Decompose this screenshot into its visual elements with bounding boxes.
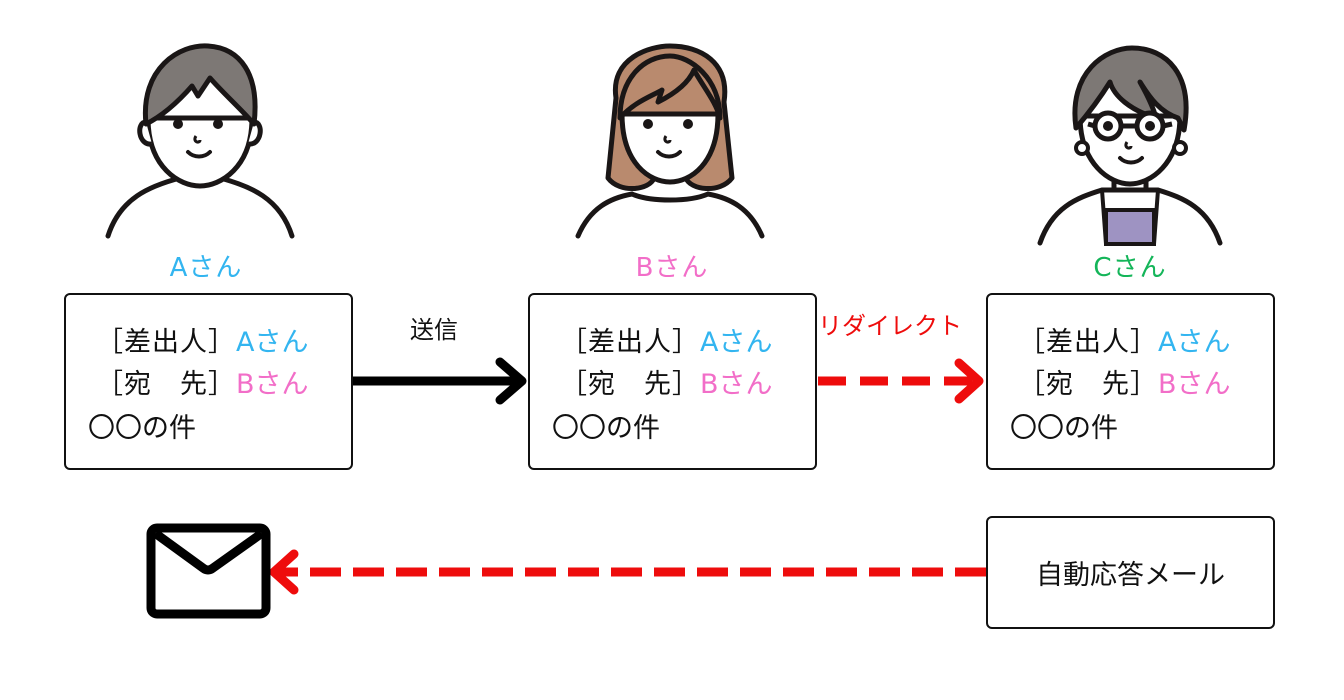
envelope-icon [146,523,271,619]
redirect-label: リダイレクト [818,312,962,340]
email-card-c: ［差出人］Aさん ［宛 先］Bさん 〇〇の件 [986,293,1275,470]
recipient-value: Bさん [1158,369,1231,400]
person-a-avatar-icon [105,43,295,239]
sender-label: ［差出人］ [1018,327,1158,358]
subject: 〇〇の件 [88,413,196,444]
sender-value: Aさん [1158,327,1231,358]
send-arrow [353,357,527,405]
person-b-avatar-icon [575,43,765,239]
recipient-value: Bさん [236,369,309,400]
person-a [100,38,300,258]
sender-row: ［差出人］Aさん [1018,329,1230,356]
recipient-label: ［宛 先］ [560,369,700,400]
auto-reply-arrow [269,549,986,595]
sender-value: Aさん [700,327,773,358]
sender-label: ［差出人］ [96,327,236,358]
send-label: 送信 [410,316,458,344]
email-card-b: ［差出人］Aさん ［宛 先］Bさん 〇〇の件 [528,293,817,470]
sender-value: Aさん [236,327,309,358]
person-c-label: Cさん [1093,253,1167,283]
hair [1072,45,1189,133]
auto-reply-box: 自動応答メール [986,516,1275,629]
person-a-label: Aさん [169,253,243,283]
earring-icon [1074,140,1090,156]
recipient-label: ［宛 先］ [96,369,236,400]
recipient-row: ［宛 先］Bさん [560,371,773,398]
glasses-icon [1087,110,1173,142]
recipient-row: ［宛 先］Bさん [96,371,309,398]
person-c-avatar-icon [1037,45,1223,246]
person-c [1030,38,1230,258]
redirect-arrow [818,358,984,404]
recipient-label: ［宛 先］ [1018,369,1158,400]
email-card-a: ［差出人］Aさん ［宛 先］Bさん 〇〇の件 [64,293,353,470]
hair [142,43,258,127]
sender-row: ［差出人］Aさん [560,329,772,356]
recipient-row: ［宛 先］Bさん [1018,371,1231,398]
sender-label: ［差出人］ [560,327,700,358]
auto-reply-label: 自動応答メール [1036,560,1225,591]
recipient-value: Bさん [700,369,773,400]
person-b [570,38,770,258]
person-b-label: Bさん [635,253,709,283]
subject: 〇〇の件 [552,413,660,444]
subject: 〇〇の件 [1010,413,1118,444]
sender-row: ［差出人］Aさん [96,329,308,356]
